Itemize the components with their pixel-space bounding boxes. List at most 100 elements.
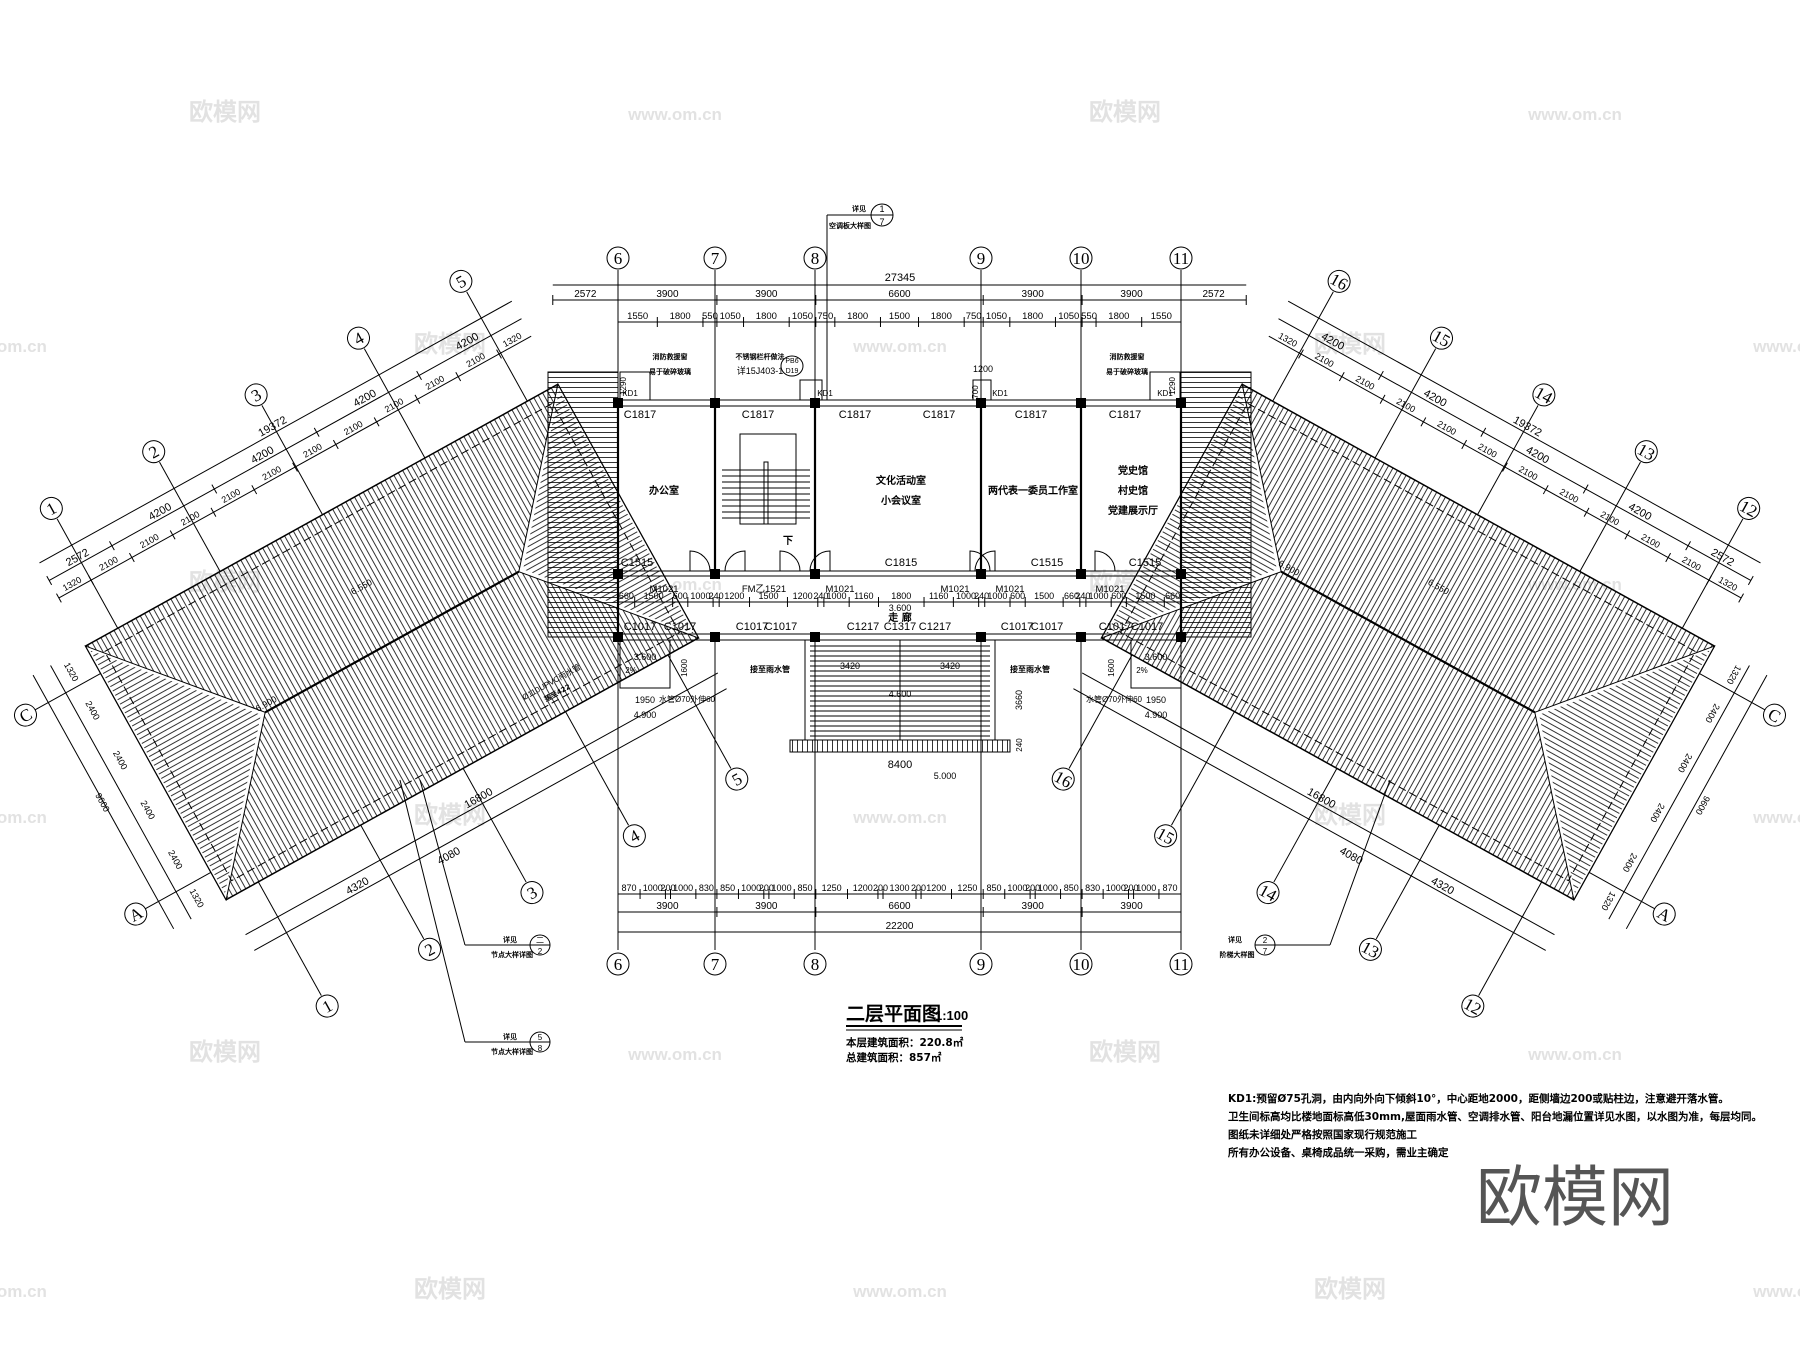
column bbox=[613, 569, 623, 579]
window-label-corridor: C1217 bbox=[919, 621, 951, 633]
wing-dim-bays-line bbox=[48, 318, 522, 581]
wing-axis-top-14-label: 14 bbox=[1532, 383, 1557, 408]
watermark-url: www.om.cn bbox=[1752, 337, 1800, 356]
detail-top-sub: 空调板大样图 bbox=[829, 221, 871, 230]
room-label: 小会议室 bbox=[880, 494, 921, 507]
tick bbox=[129, 552, 135, 563]
wing-axis-line bbox=[1681, 518, 1744, 629]
wing-axis-top-5-circle bbox=[449, 269, 473, 293]
row-axis-C-right-circle bbox=[1762, 703, 1786, 727]
axis-top-6-circle bbox=[606, 246, 630, 270]
wing-dim-short-line bbox=[1608, 665, 1750, 920]
dim-bottom-openings-value: 1000 bbox=[673, 883, 693, 893]
hip-hatch bbox=[1539, 650, 1710, 894]
detail-top-num: 1 bbox=[879, 204, 884, 214]
tick bbox=[1738, 593, 1744, 603]
wing-axis-top-16-circle bbox=[1327, 269, 1351, 293]
watermark-logo: 欧模网 bbox=[189, 98, 261, 126]
dim-bottom-openings-value: 1000 bbox=[1038, 883, 1058, 893]
dim-bottom-openings-value: 1000 bbox=[643, 883, 663, 893]
wing-axis-bottom-4-circle bbox=[622, 824, 646, 848]
detail-left-2-label: 详见 bbox=[503, 1032, 517, 1041]
corridor-elevation: 3.600 bbox=[889, 603, 912, 613]
detail-left-sub: 节点大样详图 bbox=[491, 950, 533, 959]
dim-top-openings-value: 1500 bbox=[889, 311, 910, 322]
wing-axis-top-14-circle bbox=[1532, 383, 1556, 407]
title-block: 二层平面图 1:100 本层建筑面积：220.8㎡ 总建筑面积：857㎡ bbox=[846, 1003, 968, 1064]
balcony-elevation-left: 3.600 bbox=[634, 652, 657, 662]
balcony-elevation-right: 3.600 bbox=[1145, 652, 1168, 662]
pipe-note-right: 接至雨水管 bbox=[1010, 664, 1050, 674]
dim-bottom-openings-value: 1000 bbox=[772, 883, 792, 893]
wing-axis-line bbox=[257, 881, 322, 996]
tick bbox=[46, 575, 53, 586]
dim-corridor-value: 1200 bbox=[724, 591, 744, 601]
wing-axis-bottom-15-circle bbox=[1154, 824, 1178, 848]
axis-bottom-9-label: 9 bbox=[977, 955, 986, 974]
tick bbox=[414, 394, 421, 404]
axis-bottom-6-label: 6 bbox=[614, 955, 623, 974]
tick bbox=[1542, 485, 1549, 495]
pipe-note-left: 接至雨水管 bbox=[750, 664, 790, 674]
door-label: M1021 bbox=[995, 584, 1024, 595]
ridge-line bbox=[1280, 570, 1536, 714]
tick bbox=[416, 370, 422, 381]
axis-top-8-circle bbox=[803, 246, 827, 270]
entrance-elevation-ground: 5.000 bbox=[934, 771, 957, 781]
dim-top-openings-value: 1800 bbox=[931, 311, 952, 322]
wing-dim-short: 2400 bbox=[111, 749, 129, 771]
tick bbox=[1420, 417, 1427, 427]
detail-right-sub: 阶梯大样图 bbox=[1220, 950, 1255, 959]
tick bbox=[210, 507, 217, 517]
detail-left-num: 二 bbox=[536, 936, 544, 945]
wing-axis-bottom-16-circle bbox=[1051, 767, 1075, 791]
wing-axis-bottom-3-circle bbox=[520, 881, 544, 905]
wing-dim-total: 19372 bbox=[1511, 414, 1544, 439]
wing-dim-lower-line bbox=[245, 672, 719, 936]
tick bbox=[496, 349, 502, 359]
tick bbox=[1338, 372, 1345, 382]
detail-right-sheet: 7 bbox=[1263, 947, 1268, 956]
wing-dim-lower-line bbox=[1073, 688, 1546, 951]
tick bbox=[251, 485, 258, 495]
wing-dim-bay: 4200 bbox=[1421, 387, 1448, 409]
window-label-north: C1817 bbox=[742, 409, 774, 421]
watermark-url: www.om.cn bbox=[0, 1282, 47, 1301]
watermark-url: www.om.cn bbox=[627, 1045, 722, 1064]
balcony-roof-elevation-left: 4.900 bbox=[634, 710, 657, 720]
wing-axis-line bbox=[363, 348, 426, 459]
door-label: FM乙1521 bbox=[742, 584, 786, 595]
balcony-slope-right: 2% bbox=[1136, 666, 1148, 675]
dim-top-openings-value: 550 bbox=[702, 311, 718, 322]
dim-bottom-openings-value: 200 bbox=[873, 883, 888, 893]
balcony-depth-left: 1600 bbox=[680, 659, 689, 677]
dim-top-openings-value: 1550 bbox=[627, 311, 648, 322]
dim-bottom-bays-value: 3900 bbox=[755, 901, 778, 912]
dim-bottom-openings-value: 850 bbox=[1064, 883, 1079, 893]
dim-top-openings-value: 750 bbox=[817, 311, 833, 322]
dim-bottom-openings-value: 1000 bbox=[1106, 883, 1126, 893]
wing-dim-lower: 4080 bbox=[1337, 845, 1364, 867]
wing-axis-top-15-circle bbox=[1429, 326, 1453, 350]
watermark-url: www.om.cn bbox=[1527, 105, 1622, 124]
watermark-logo: 欧模网 bbox=[1089, 1038, 1161, 1066]
entrance-depth: 3660 bbox=[1014, 690, 1024, 710]
axis-bottom-8-circle bbox=[803, 952, 827, 976]
dim-corridor-value: 1800 bbox=[891, 591, 911, 601]
wing-axis-bottom-14-circle bbox=[1256, 881, 1280, 905]
dim-corridor-value: 1500 bbox=[644, 591, 664, 601]
tick bbox=[1583, 507, 1590, 517]
wing-dim-bay: 4200 bbox=[1626, 501, 1653, 523]
dim-bottom-openings-value: 200 bbox=[1124, 883, 1139, 893]
dim-corridor-value: 660 bbox=[619, 591, 634, 601]
axis-bottom-7-circle bbox=[703, 952, 727, 976]
wing-axis-bottom-12-label: 12 bbox=[1461, 994, 1485, 1019]
watermark-url: www.om.cn bbox=[627, 105, 722, 124]
watermark-url: www.om.cn bbox=[852, 337, 947, 356]
detail-left-label: 详见 bbox=[503, 935, 517, 944]
window-label-corridor: C1017 bbox=[1099, 621, 1131, 633]
row-axis-A-right-circle bbox=[1652, 902, 1676, 926]
kd1-label: KD1 bbox=[1157, 389, 1173, 398]
dim-corridor-value: 240 bbox=[709, 591, 724, 601]
